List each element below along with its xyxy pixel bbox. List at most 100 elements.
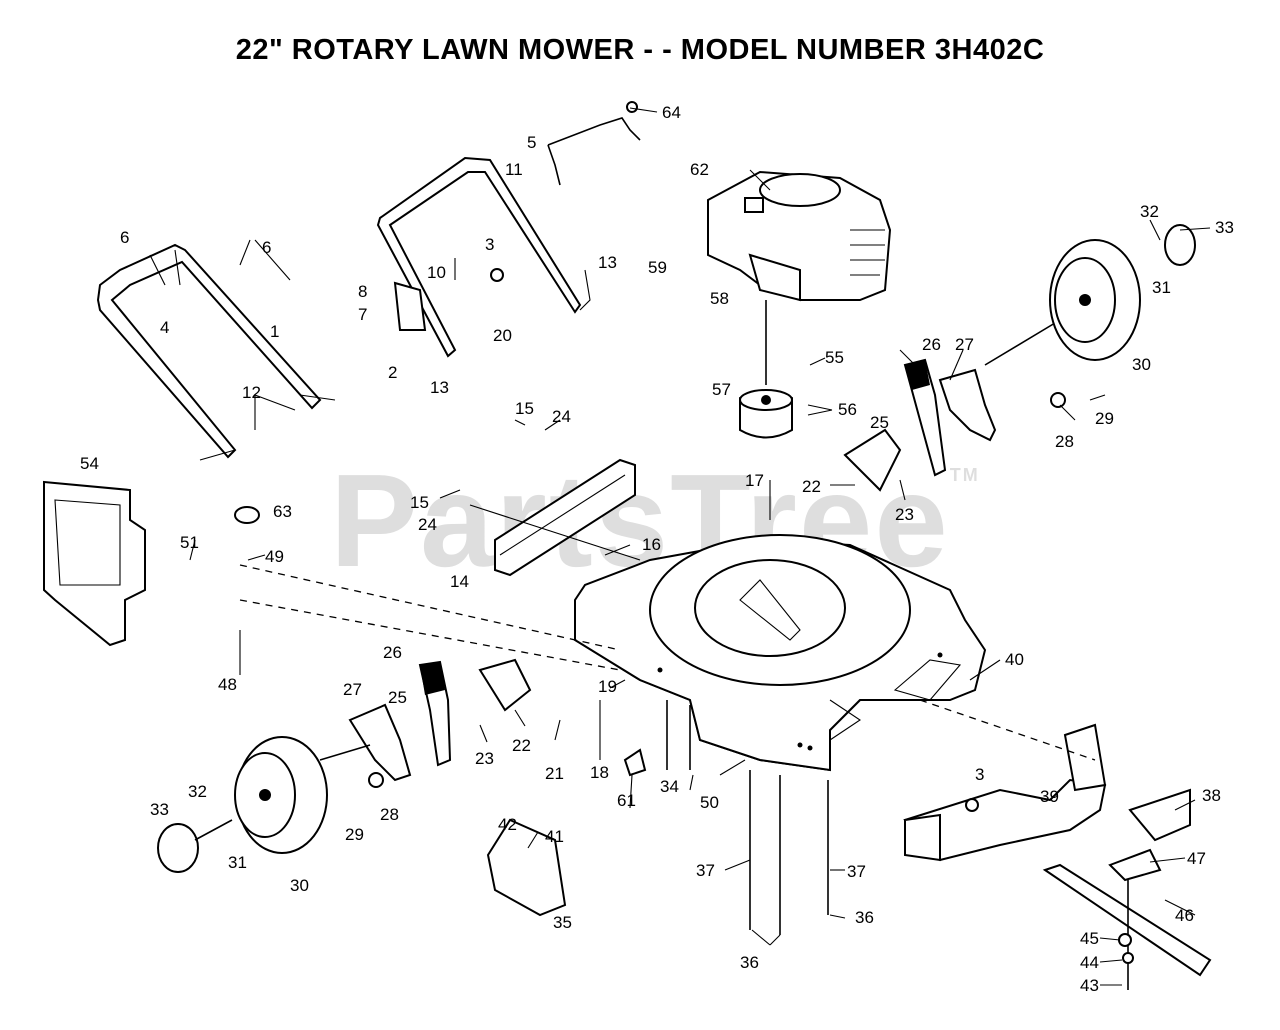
callout: 1 — [270, 322, 279, 341]
callout: 23 — [895, 505, 914, 524]
upper-handle — [376, 156, 591, 358]
callout: 28 — [380, 805, 399, 824]
hub-cap-front — [157, 823, 199, 873]
callout: 31 — [228, 853, 247, 872]
callout: 49 — [265, 547, 284, 566]
engine — [707, 170, 892, 385]
height-lever-rear — [903, 358, 947, 477]
callout: 30 — [1132, 355, 1151, 374]
callout: 64 — [662, 103, 681, 122]
lower-handle — [96, 243, 336, 461]
callout: 44 — [1080, 953, 1099, 972]
callout: 50 — [700, 793, 719, 812]
callout: 63 — [273, 502, 292, 521]
skirt-bracket-right — [1063, 723, 1107, 792]
crank-spacer — [739, 389, 793, 439]
callout: 35 — [553, 913, 572, 932]
callout: 51 — [180, 533, 199, 552]
callout: 33 — [1215, 218, 1234, 237]
skirt — [903, 778, 1107, 862]
callout: 40 — [1005, 650, 1024, 669]
hub-cap-rear — [1164, 224, 1196, 266]
callout: 25 — [388, 688, 407, 707]
callout: 38 — [1202, 786, 1221, 805]
callout: 6 — [262, 238, 271, 257]
callout: 3 — [975, 765, 984, 784]
washer-28 — [1050, 392, 1066, 408]
washer-45 — [1122, 952, 1134, 964]
callout: 22 — [512, 736, 531, 755]
callout: 8 — [358, 282, 367, 301]
callout: 27 — [955, 335, 974, 354]
callout: 45 — [1080, 929, 1099, 948]
callout: 27 — [343, 680, 362, 699]
callout: 31 — [1152, 278, 1171, 297]
callout: 4 — [160, 318, 169, 337]
callout: 58 — [710, 289, 729, 308]
callout: 28 — [1055, 432, 1074, 451]
callout: 20 — [493, 326, 512, 345]
callout: 54 — [80, 454, 99, 473]
callout: 57 — [712, 380, 731, 399]
callout: 43 — [1080, 976, 1099, 995]
callout: 42 — [498, 815, 517, 834]
callout: 39 — [1040, 787, 1059, 806]
callout: 18 — [590, 763, 609, 782]
bushing-63 — [234, 506, 260, 524]
grass-bag — [43, 480, 146, 647]
callout: 21 — [545, 764, 564, 783]
callout: 55 — [825, 348, 844, 367]
callout: 5 — [527, 133, 536, 152]
nut-3b — [965, 798, 979, 812]
callout: 30 — [290, 876, 309, 895]
callout: 24 — [418, 515, 437, 534]
callout: 2 — [388, 363, 397, 382]
bracket-8 — [393, 281, 427, 331]
callout: 47 — [1187, 849, 1206, 868]
bolt-64 — [626, 101, 638, 113]
plate-61 — [623, 748, 647, 777]
callout: 15 — [410, 493, 429, 512]
callout-labels: 64 5 11 62 6 6 3 10 13 59 58 32 33 31 8 … — [80, 103, 1234, 995]
skirt-bracket — [904, 813, 941, 862]
callout: 14 — [450, 572, 469, 591]
axle-bracket-front — [348, 703, 412, 782]
callout: 15 — [515, 399, 534, 418]
callout: 33 — [150, 800, 169, 819]
callout: 59 — [648, 258, 667, 277]
callout: 3 — [485, 235, 494, 254]
callout: 37 — [847, 862, 866, 881]
callout: 56 — [838, 400, 857, 419]
leader-lines — [149, 107, 1211, 986]
discharge-chute — [486, 818, 567, 917]
callout: 25 — [870, 413, 889, 432]
callout: 6 — [120, 228, 129, 247]
height-adjuster-rear — [843, 428, 902, 492]
callout: 46 — [1175, 906, 1194, 925]
callout: 62 — [690, 160, 709, 179]
nut-3 — [490, 268, 504, 282]
callout: 41 — [545, 827, 564, 846]
callout: 34 — [660, 777, 679, 796]
callout: 16 — [642, 535, 661, 554]
callout: 10 — [427, 263, 446, 282]
callout: 19 — [598, 677, 617, 696]
blade-adapter — [1108, 848, 1162, 882]
callout: 36 — [740, 953, 759, 972]
callout: 13 — [430, 378, 449, 397]
callout: 36 — [855, 908, 874, 927]
washer-28b — [368, 772, 384, 788]
callout: 29 — [345, 825, 364, 844]
callout: 37 — [696, 861, 715, 880]
callout: 12 — [242, 383, 261, 402]
height-adjuster-front — [478, 658, 532, 712]
callout: 22 — [802, 477, 821, 496]
callout: 29 — [1095, 409, 1114, 428]
callout: 32 — [188, 782, 207, 801]
washer-44 — [1118, 933, 1132, 947]
height-lever-front — [418, 660, 452, 767]
callout: 13 — [598, 253, 617, 272]
callout: 26 — [922, 335, 941, 354]
control-bar — [547, 117, 641, 186]
